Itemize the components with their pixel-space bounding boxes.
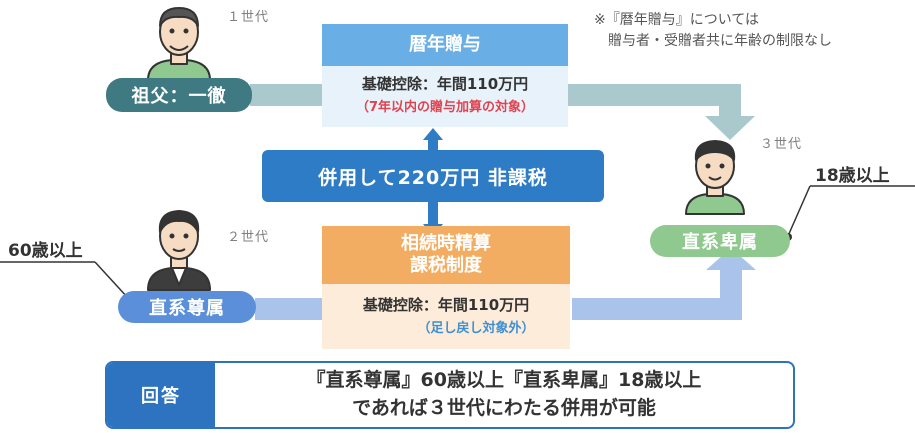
top-flow-arrow (250, 84, 755, 140)
answer-box: 回答 『直系尊属』60歳以上『直系卑属』18歳以上 であれば３世代にわたる併用が… (105, 361, 795, 429)
settlement-body: 基礎控除：年間110万円 （足し戻し対象外） (322, 284, 570, 349)
age-restriction-note: ※『暦年贈与』については 贈与者・受贈者共に年齢の制限なし (594, 12, 832, 49)
generation-label-2: ２世代 (227, 230, 270, 245)
calendar-gift-deduction: 基礎控除：年間110万円 (361, 75, 529, 93)
parent-pill: 直系尊属 (118, 291, 256, 323)
grandfather-label: 祖父：一徹 (131, 86, 227, 107)
calendar-gift-body: 基礎控除：年間110万円 （7年以内の贈与加算の対象） (322, 66, 568, 127)
answer-tag: 回答 (107, 363, 215, 427)
settlement-title: 相続時精算 課税制度 (322, 226, 570, 284)
age-leader-right (784, 185, 915, 241)
calendar-gift-sub: （7年以内の贈与加算の対象） (355, 100, 535, 115)
parent-age: 60歳以上 (8, 241, 83, 261)
settlement-deduction: 基礎控除：年間110万円 (362, 296, 530, 314)
child-pill: 直系卑属 (650, 225, 790, 257)
answer-text: 『直系尊属』60歳以上『直系卑属』18歳以上 であれば３世代にわたる併用が可能 (215, 366, 793, 422)
settlement-sub: （足し戻し対象外） (417, 321, 535, 336)
generation-label-3: ３世代 (760, 137, 803, 152)
generation-label-1: １世代 (227, 10, 270, 25)
settlement-title-line2: 課税制度 (410, 255, 482, 276)
settlement-box: 相続時精算 課税制度 基礎控除：年間110万円 （足し戻し対象外） (322, 226, 570, 349)
grandfather-pill: 祖父：一徹 (106, 78, 252, 112)
child-avatar (685, 140, 745, 215)
settlement-title-line1: 相続時精算 (401, 233, 491, 254)
child-age: 18歳以上 (815, 166, 890, 186)
child-label: 直系卑属 (682, 232, 758, 253)
combined-label: 併用して220万円 非課税 (318, 166, 548, 189)
answer-line1: 『直系尊属』60歳以上『直系卑属』18歳以上 (306, 369, 702, 391)
calendar-gift-title: 暦年贈与 (322, 24, 568, 66)
answer-line2: であれば３世代にわたる併用が可能 (352, 397, 656, 419)
parent-label: 直系尊属 (149, 298, 225, 319)
age-leader-left (0, 261, 132, 303)
parent-avatar (147, 210, 211, 291)
calendar-gift-box: 暦年贈与 基礎控除：年間110万円 （7年以内の贈与加算の対象） (322, 24, 568, 127)
grandfather-avatar (147, 7, 211, 81)
combined-banner: 併用して220万円 非課税 (262, 150, 604, 202)
bottom-flow-arrow (255, 248, 756, 320)
